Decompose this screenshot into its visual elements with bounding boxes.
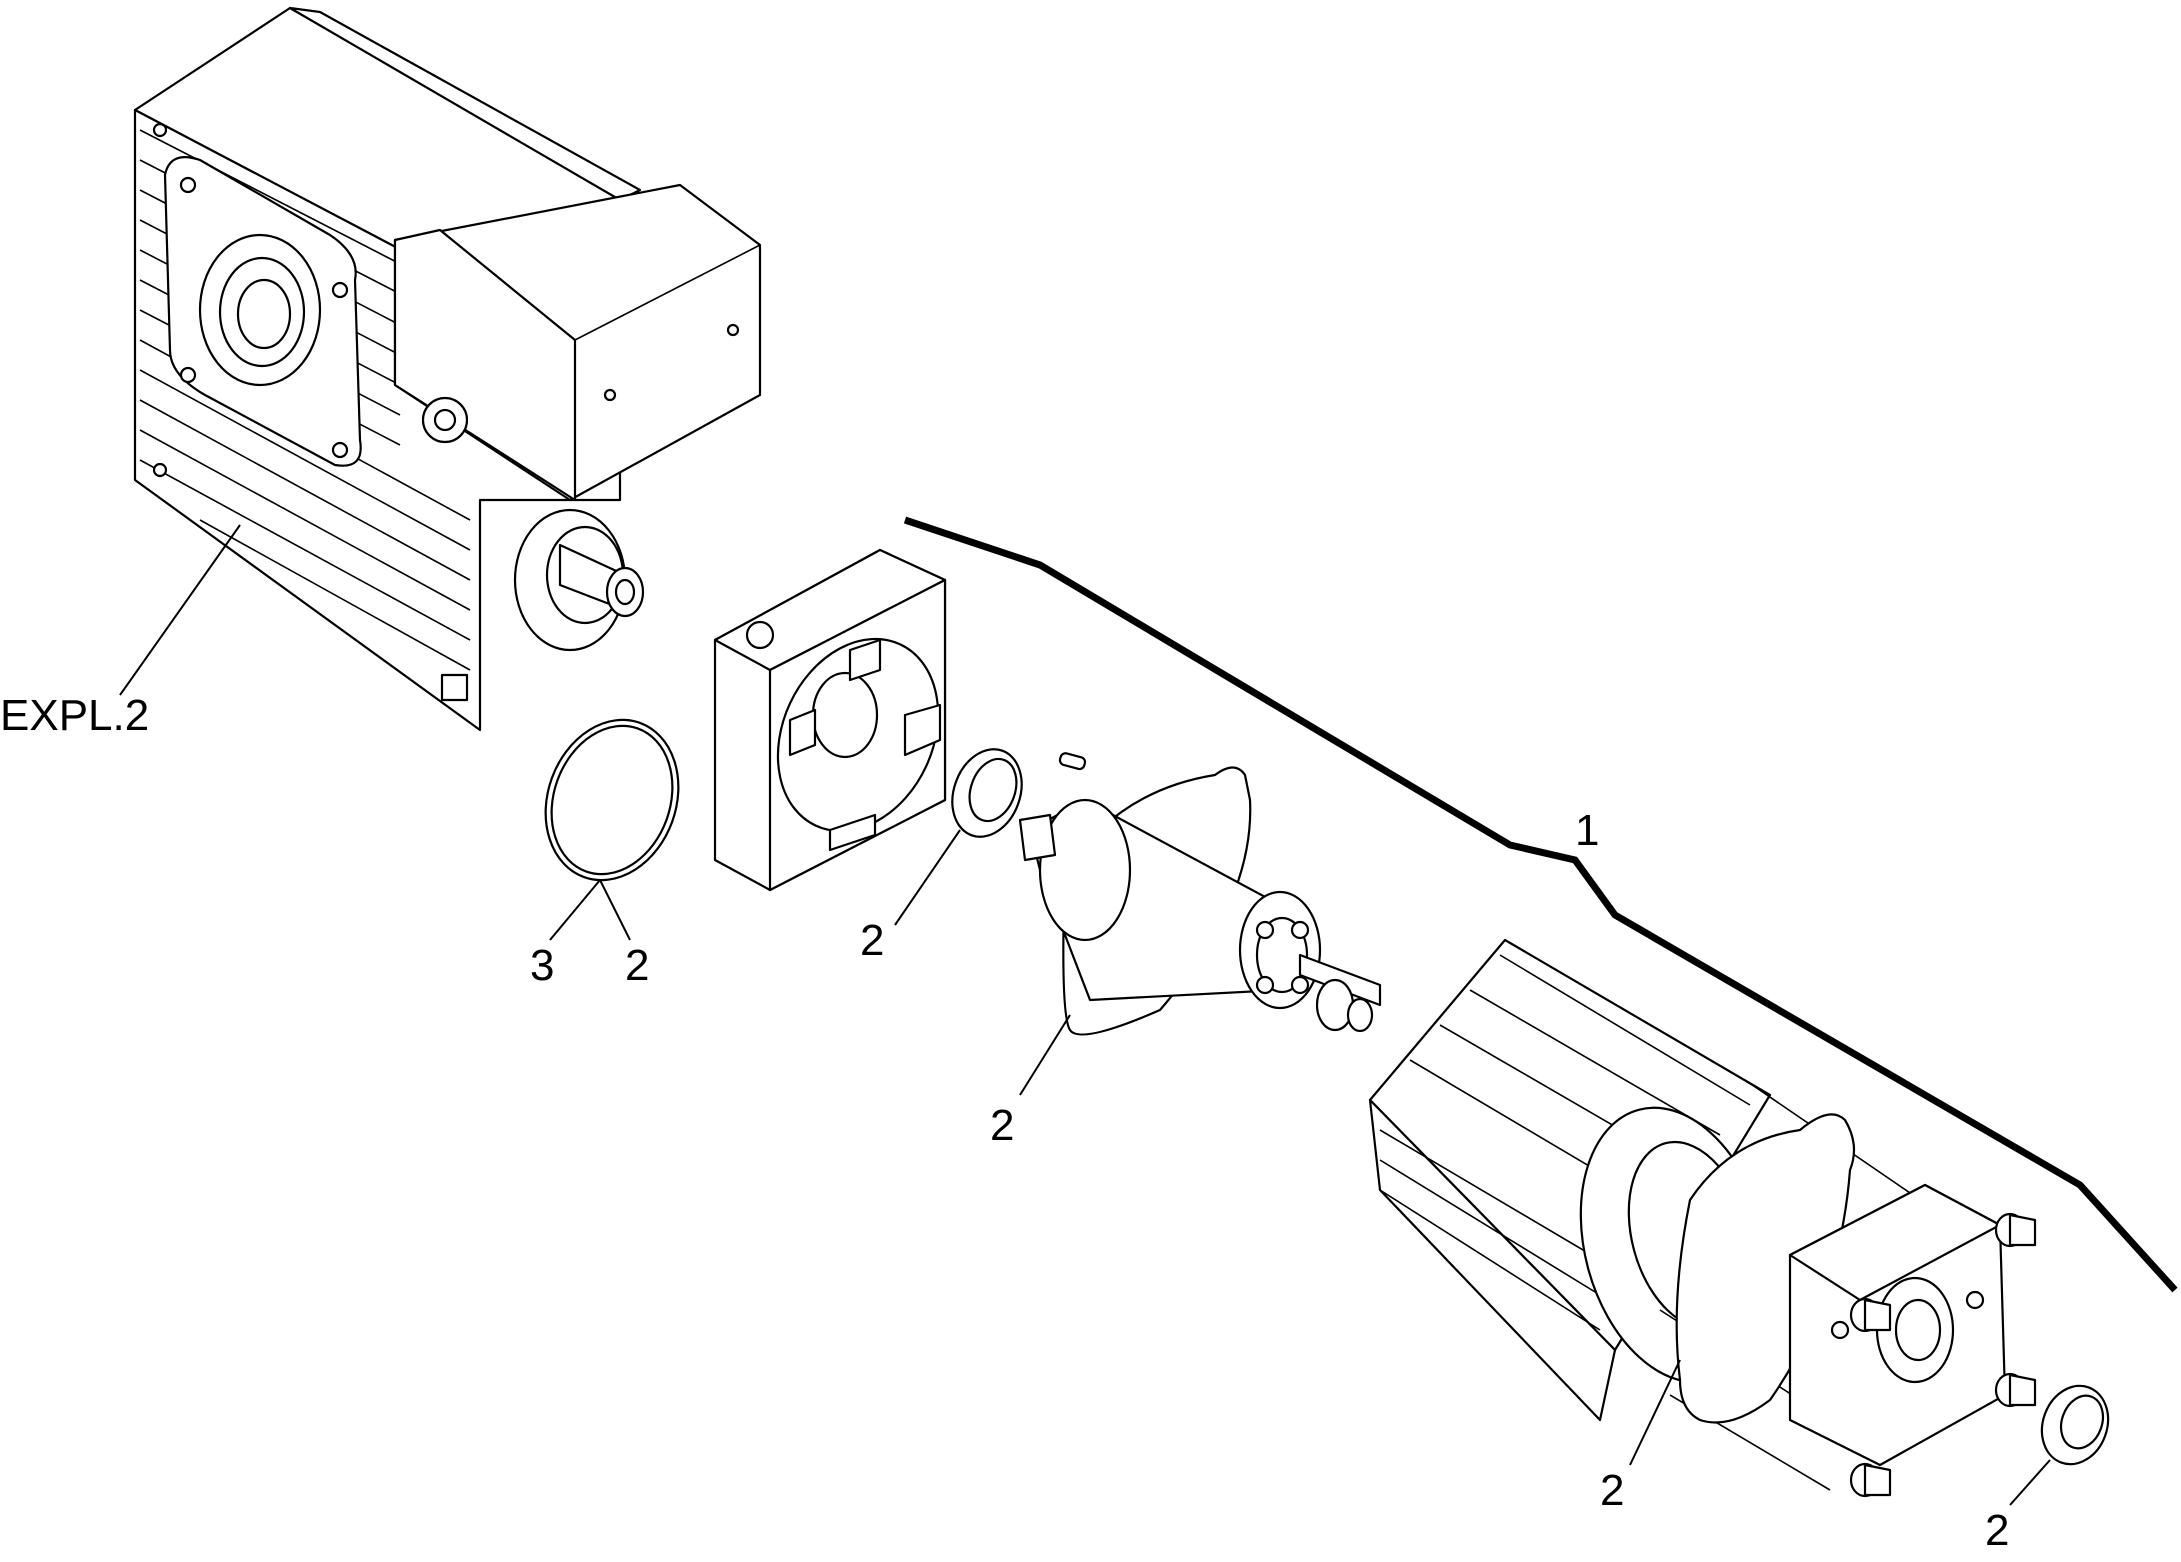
rotor (1018, 798, 1382, 1033)
gasket-qty-label: 2 (990, 1101, 1014, 1150)
oring-leader-2 (599, 879, 631, 941)
seal-qty-label: 2 (860, 916, 884, 965)
group-number-label: 1 (1575, 806, 1599, 855)
gearbox-housing (133, 6, 762, 732)
end-seal-qty-label: 2 (1985, 1506, 2009, 1555)
input-shaft (513, 508, 645, 652)
bolt (1849, 1297, 1892, 1333)
group-boundary-line (903, 516, 2178, 1293)
oring-qty-label: 2 (625, 941, 649, 990)
expl2-leader (119, 524, 241, 696)
oring-item-label: 3 (530, 941, 554, 990)
bolt (1849, 1462, 1892, 1498)
shaft-seal (951, 748, 1023, 838)
shaft-key (1058, 752, 1087, 771)
gasket-leader (1019, 1014, 1071, 1096)
end-seal-leader (2009, 1459, 2051, 1506)
o-ring (544, 718, 680, 882)
expl2-label: EXPL.2 (0, 691, 149, 740)
seal-leader (894, 829, 961, 926)
bolts (1849, 1212, 2037, 1498)
end-seal (2040, 1384, 2110, 1466)
end-shield (713, 548, 947, 892)
rear-end-shield (1788, 1183, 2007, 1467)
bolt (1994, 1212, 2037, 1248)
bolt (1994, 1372, 2037, 1408)
rear-gasket-qty-label: 2 (1600, 1466, 1624, 1515)
oring-leader-3 (549, 879, 601, 941)
rear-gasket-leader (1629, 1359, 1681, 1466)
